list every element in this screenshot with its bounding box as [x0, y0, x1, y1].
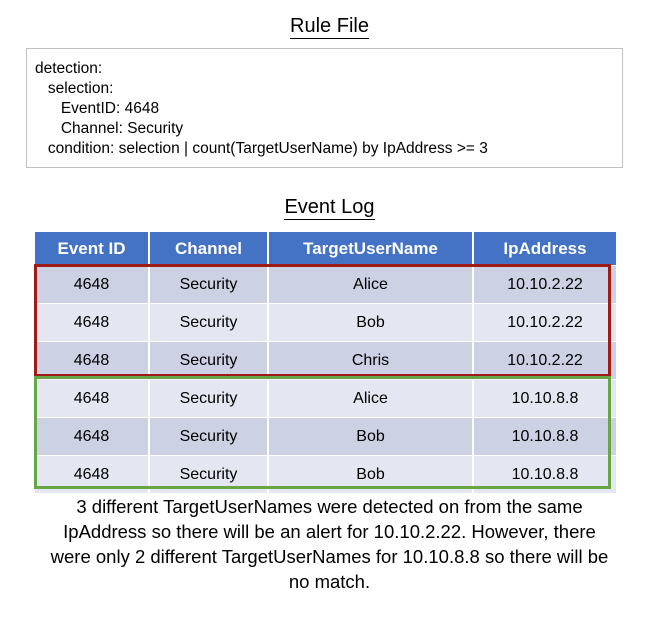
column-header-channel: Channel: [148, 232, 269, 266]
table-row: 4648 Security Alice 10.10.8.8: [35, 379, 616, 418]
event-log-table-body: 4648 Security Alice 10.10.2.22 4648 Secu…: [35, 265, 616, 494]
cell-targetusername: Alice: [267, 265, 474, 304]
event-log-title: Event Log: [0, 195, 659, 220]
cell-event-id: 4648: [35, 265, 150, 304]
column-header-event-id: Event ID: [35, 232, 150, 266]
cell-targetusername: Chris: [267, 341, 474, 380]
cell-event-id: 4648: [35, 303, 150, 342]
event-log-title-text: Event Log: [284, 196, 375, 220]
event-log-table: Event ID Channel TargetUserName IpAddres…: [35, 232, 616, 494]
table-header-row: Event ID Channel TargetUserName IpAddres…: [35, 232, 616, 266]
cell-targetusername: Bob: [267, 303, 474, 342]
cell-channel: Security: [148, 455, 269, 494]
table-row: 4648 Security Bob 10.10.2.22: [35, 303, 616, 342]
table-row: 4648 Security Bob 10.10.8.8: [35, 417, 616, 456]
table-row: 4648 Security Bob 10.10.8.8: [35, 455, 616, 494]
cell-targetusername: Alice: [267, 379, 474, 418]
cell-ipaddress: 10.10.2.22: [472, 303, 616, 342]
cell-ipaddress: 10.10.8.8: [472, 455, 616, 494]
rule-file-box: detection: selection: EventID: 4648 Chan…: [26, 48, 623, 168]
rule-file-title: Rule File: [0, 14, 659, 39]
table-row: 4648 Security Alice 10.10.2.22: [35, 265, 616, 304]
cell-ipaddress: 10.10.2.22: [472, 341, 616, 380]
column-header-ipaddress: IpAddress: [472, 232, 616, 266]
column-header-targetusername: TargetUserName: [267, 232, 474, 266]
cell-channel: Security: [148, 265, 269, 304]
cell-event-id: 4648: [35, 417, 150, 456]
cell-ipaddress: 10.10.8.8: [472, 379, 616, 418]
cell-ipaddress: 10.10.2.22: [472, 265, 616, 304]
event-log-table-head: Event ID Channel TargetUserName IpAddres…: [35, 232, 616, 266]
cell-channel: Security: [148, 303, 269, 342]
cell-channel: Security: [148, 341, 269, 380]
cell-channel: Security: [148, 417, 269, 456]
cell-event-id: 4648: [35, 455, 150, 494]
rule-file-title-text: Rule File: [290, 15, 369, 39]
table-row: 4648 Security Chris 10.10.2.22: [35, 341, 616, 380]
cell-event-id: 4648: [35, 341, 150, 380]
cell-targetusername: Bob: [267, 455, 474, 494]
rule-file-code: detection: selection: EventID: 4648 Chan…: [35, 60, 488, 157]
cell-targetusername: Bob: [267, 417, 474, 456]
cell-channel: Security: [148, 379, 269, 418]
cell-ipaddress: 10.10.8.8: [472, 417, 616, 456]
cell-event-id: 4648: [35, 379, 150, 418]
explanation-caption: 3 different TargetUserNames were detecte…: [50, 496, 609, 592]
